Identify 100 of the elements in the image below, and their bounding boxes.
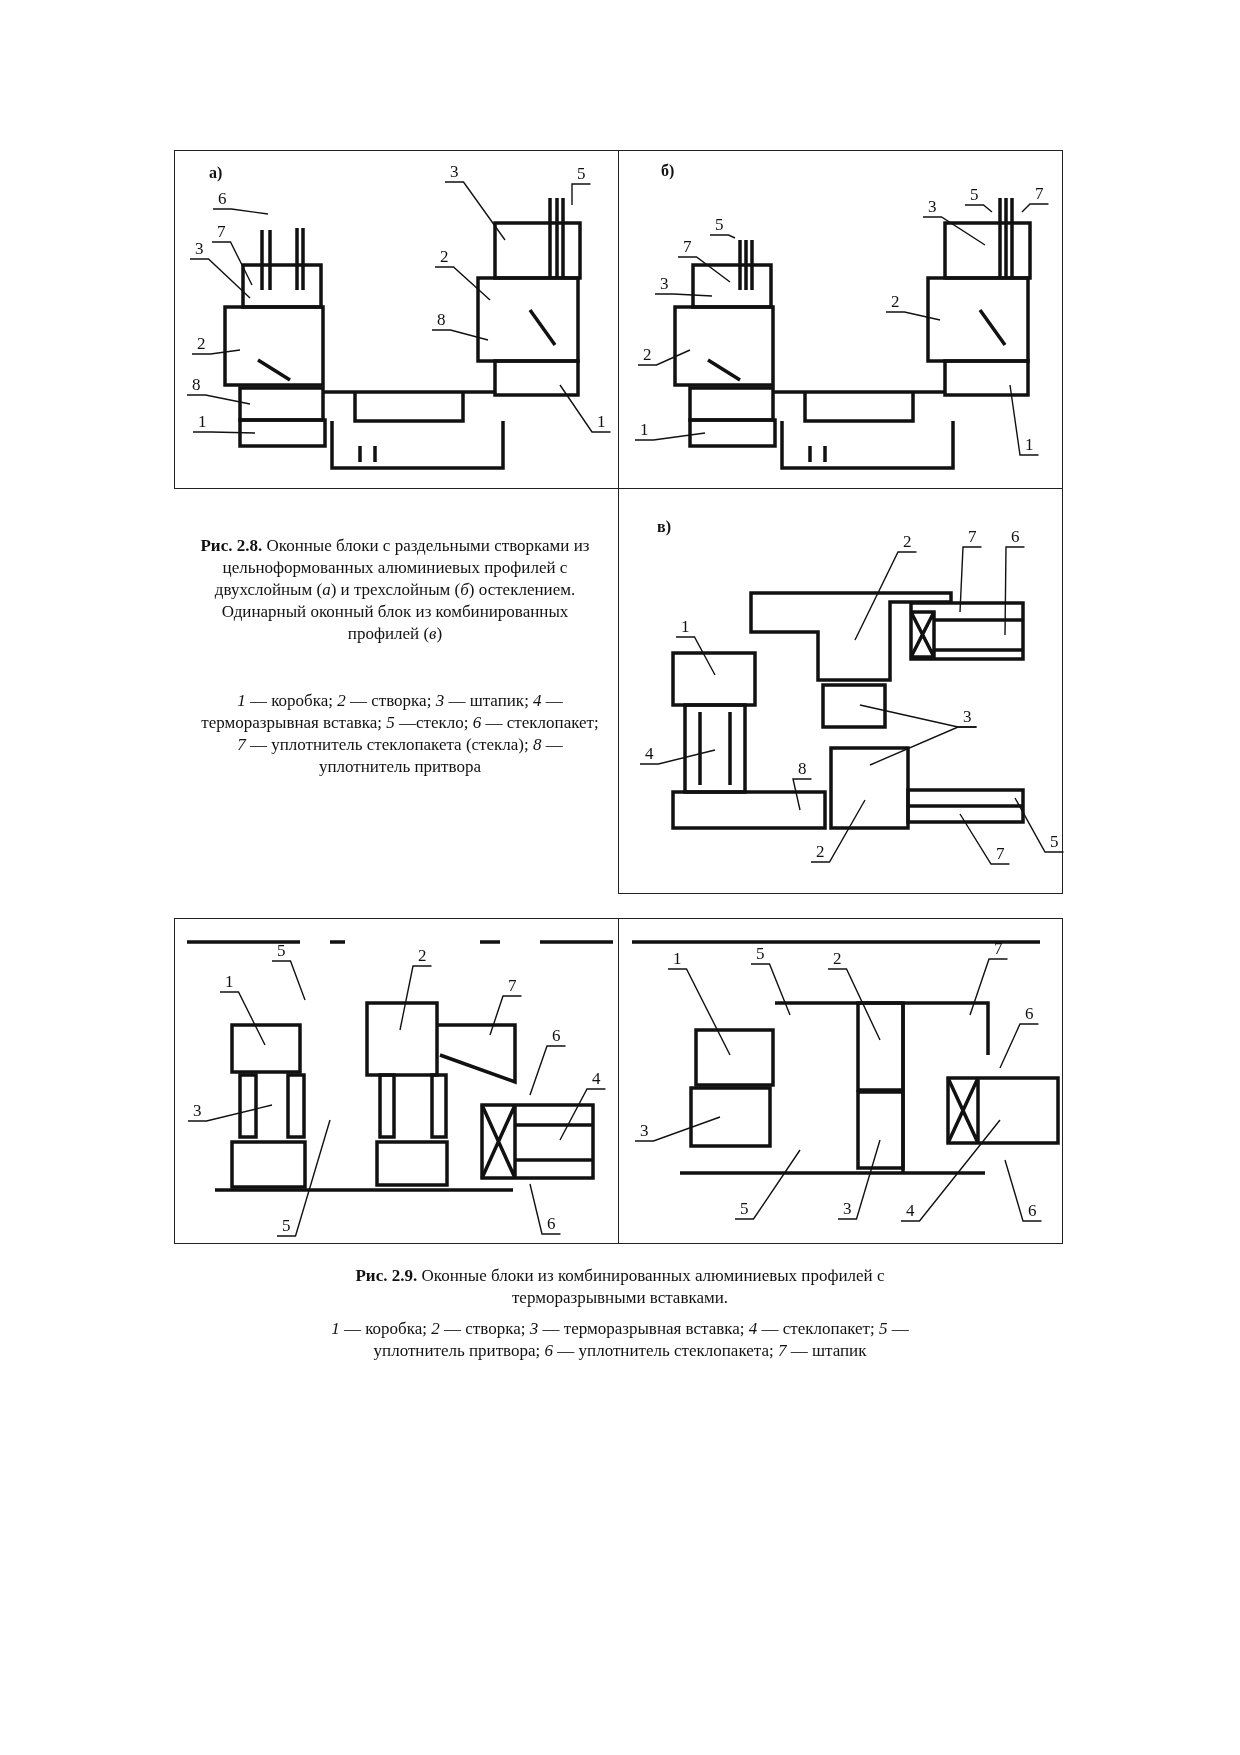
- callout-number: 1: [676, 618, 695, 637]
- callout-number: 5: [572, 165, 591, 184]
- callout-number: 5: [710, 216, 729, 235]
- callout-number: 8: [187, 376, 206, 395]
- callout-number: 2: [886, 293, 905, 312]
- leader-line: [900, 1119, 1001, 1222]
- callout-number: 2: [638, 346, 657, 365]
- leader-line: [187, 1104, 273, 1122]
- leader-line: [959, 546, 983, 613]
- callout-number: 6: [1006, 528, 1025, 547]
- leader-line: [211, 241, 253, 286]
- callout-number: 6: [213, 190, 232, 209]
- callout-number: 7: [212, 223, 231, 242]
- leader-line: [271, 960, 306, 1001]
- callout-number: 7: [991, 845, 1010, 864]
- leader-line: [192, 431, 256, 434]
- leader-line: [186, 394, 251, 405]
- leader-line: [792, 778, 813, 811]
- leader-line: [571, 183, 592, 206]
- leader-line: [559, 1088, 607, 1141]
- callout-number: 2: [435, 248, 454, 267]
- callout-number: 3: [635, 1122, 654, 1141]
- leader-line: [189, 258, 251, 299]
- leader-line: [276, 1119, 331, 1237]
- leader-line: [854, 551, 918, 641]
- leader-line: [634, 432, 706, 441]
- leader-line: [529, 1045, 567, 1096]
- figure-caption: 1 — коробка; 2 — створка; 3 — штапик; 4 — терморазрывная вставка; 5 —стекло; 6 — стеклопакет; 7 — уплотнитель стеклопакета (стекла); 8 — уплотнитель притвора: [200, 690, 600, 779]
- callout-number: 7: [678, 238, 697, 257]
- callout-number: 7: [989, 940, 1008, 959]
- leader-line: [675, 636, 716, 676]
- callout-number: 1: [193, 413, 212, 432]
- callout-number: 5: [272, 942, 291, 961]
- leader-line: [964, 204, 993, 213]
- figure-caption: 1 — коробка; 2 — створка; 3 — терморазрывная вставка; 4 — стеклопакет; 5 — уплотнитель притвора; 6 — уплотнитель стеклопакета; 7 — штапик: [330, 1318, 910, 1363]
- callout-number: 4: [640, 745, 659, 764]
- callout-number: 5: [965, 186, 984, 205]
- callout-number: 8: [793, 760, 812, 779]
- figure-caption: Рис. 2.9. Оконные блоки из комбинированных алюминиевых профилей с терморазрывными вставками.: [354, 1265, 886, 1310]
- leader-line: [1021, 203, 1050, 213]
- callout-number: 1: [635, 421, 654, 440]
- callout-number: 6: [542, 1215, 561, 1234]
- leader-line: [969, 958, 1009, 1016]
- leader-line: [489, 995, 523, 1036]
- leader-line: [837, 1139, 881, 1220]
- callout-number: 6: [1020, 1005, 1039, 1024]
- leader-line: [885, 311, 941, 321]
- leader-line: [827, 968, 881, 1041]
- callout-number: 3: [958, 708, 977, 727]
- callout-number: 3: [190, 240, 209, 259]
- callout-number: 5: [277, 1217, 296, 1236]
- leader-line: [959, 813, 1011, 865]
- callout-number: 2: [192, 335, 211, 354]
- callout-number: 3: [188, 1102, 207, 1121]
- callout-number: 2: [828, 950, 847, 969]
- leader-line: [750, 963, 791, 1016]
- leader-line: [654, 293, 713, 297]
- callout-number: 7: [963, 528, 982, 547]
- callout-number: 1: [668, 950, 687, 969]
- leader-line: [634, 1116, 721, 1142]
- callout-number: 6: [547, 1027, 566, 1046]
- leader-line: [529, 1183, 562, 1235]
- callout-number: 5: [751, 945, 770, 964]
- leader-line: [709, 234, 736, 239]
- leader-line: [869, 726, 978, 766]
- leader-line: [667, 968, 731, 1056]
- panel-label: б): [661, 163, 675, 179]
- leader-line: [1004, 1159, 1043, 1222]
- figure-panel: [618, 150, 1063, 489]
- leader-line: [559, 384, 612, 433]
- figure-panel: [174, 918, 619, 1244]
- callout-number: 2: [811, 843, 830, 862]
- leader-line: [212, 208, 269, 215]
- leader-line: [734, 1149, 801, 1220]
- panel-label: а): [209, 165, 223, 181]
- leader-line: [444, 181, 506, 241]
- figure-panel: [174, 150, 619, 489]
- callout-number: 3: [838, 1200, 857, 1219]
- leader-line: [1009, 384, 1040, 456]
- leader-line: [219, 991, 266, 1046]
- callout-number: 5: [735, 1200, 754, 1219]
- callout-number: 1: [1020, 436, 1039, 455]
- leader-line: [1014, 797, 1065, 853]
- leader-line: [399, 965, 433, 1031]
- leader-line: [677, 256, 731, 283]
- callout-number: 3: [655, 275, 674, 294]
- panel-label: в): [657, 519, 671, 535]
- callout-number: 1: [592, 413, 611, 432]
- callout-number: 7: [503, 977, 522, 996]
- callout-number: 5: [1045, 833, 1064, 852]
- callout-number: 3: [445, 163, 464, 182]
- leader-line: [639, 749, 716, 765]
- callout-number: 6: [1023, 1202, 1042, 1221]
- leader-line: [1004, 546, 1026, 636]
- callout-number: 1: [220, 973, 239, 992]
- leader-line: [922, 216, 986, 246]
- leader-line: [431, 329, 489, 341]
- leader-line: [810, 799, 866, 863]
- callout-number: 3: [923, 198, 942, 217]
- callout-number: 4: [587, 1070, 606, 1089]
